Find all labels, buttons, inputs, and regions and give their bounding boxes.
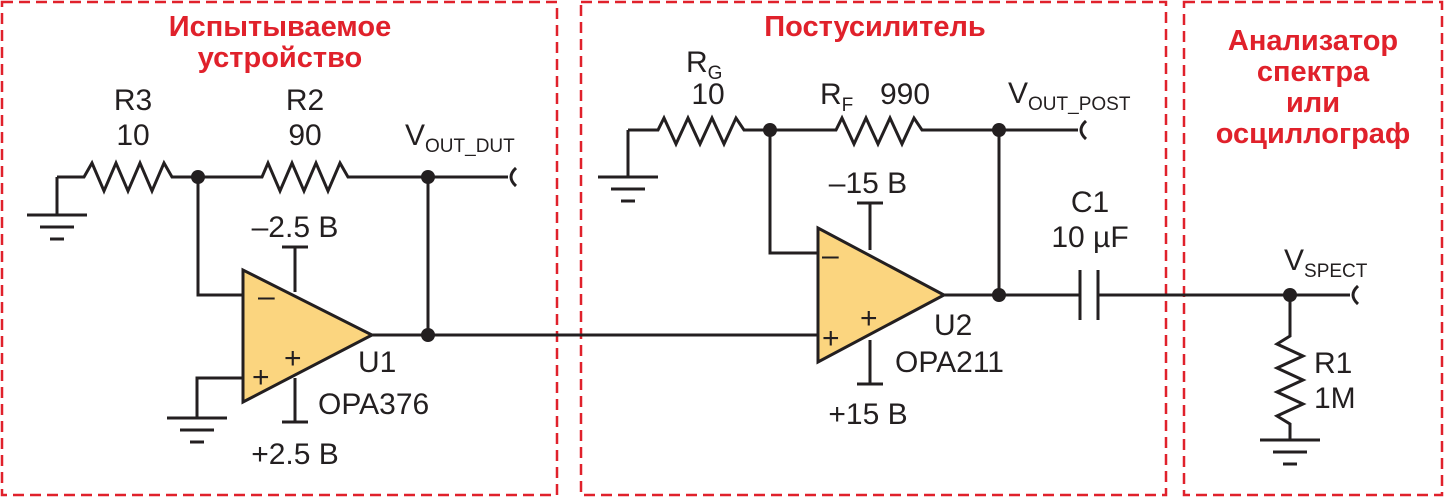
rf-value: 990: [880, 78, 930, 111]
ground-icon: [27, 177, 87, 241]
r3-name: R3: [114, 84, 152, 117]
u2-plus-input-sign: +: [822, 322, 840, 355]
junction-dot: [191, 170, 205, 184]
c1-name: C1: [1071, 186, 1109, 219]
u1-neg-supply: –2.5 В: [252, 211, 339, 244]
r1-value: 1M: [1314, 382, 1356, 415]
u2-minus-sign: –: [822, 239, 839, 272]
u1-pos-supply-pin: [282, 378, 308, 424]
rf-label: RF: [820, 78, 853, 116]
r3-value: 10: [116, 119, 149, 152]
u1-feedback-wire: [196, 177, 243, 297]
u1-plus-supply-sign: +: [284, 342, 302, 375]
analyzer-title-line3: или: [1286, 87, 1340, 119]
rg-label: RG: [686, 46, 722, 84]
analyzer-title-line1: Анализатор: [1228, 25, 1398, 57]
analyzer-title-line2: спектра: [1257, 56, 1370, 88]
resistor-r2: [198, 159, 428, 195]
junction-dot: [1283, 288, 1297, 302]
ground-icon: [598, 130, 658, 203]
u1-name: U1: [358, 346, 396, 379]
junction-dot: [992, 288, 1006, 302]
opamp-u2: [816, 225, 948, 365]
u1-noninv-ground: [167, 376, 243, 444]
u1-neg-supply-pin: [282, 245, 308, 292]
u2-plus-supply-sign: +: [860, 302, 878, 335]
junction-dot: [763, 123, 777, 137]
rg-value: 10: [691, 78, 724, 111]
vout-post-terminal: [999, 119, 1088, 141]
ground-icon: [1260, 438, 1320, 466]
capacitor-c1: [944, 270, 1290, 320]
vspect-label: VSPECT: [1284, 244, 1368, 282]
vout-post-label: VOUT_POST: [1008, 77, 1131, 115]
analyzer-section-box: [1182, 0, 1444, 497]
r1-name: R1: [1314, 347, 1352, 380]
u2-pos-supply-pin: [857, 340, 883, 386]
u2-pos-supply: +15 В: [828, 398, 907, 431]
r2-name: R2: [286, 84, 324, 117]
dut-section-box: [0, 0, 559, 497]
vout-dut-terminal: [428, 166, 518, 188]
post-amp-section-box: [579, 0, 1168, 497]
dut-title-line2: устройство: [198, 42, 362, 74]
dut-title-line1: Испытываемое: [169, 11, 391, 43]
u1-plus-input-sign: +: [252, 361, 270, 394]
post-amp-title: Постусилитель: [764, 11, 985, 43]
analyzer-title-line4: осциллограф: [1216, 118, 1411, 150]
vout-dut-label: VOUT_DUT: [405, 119, 515, 157]
vspect-terminal: [1290, 284, 1360, 306]
u2-feedback-wire: [768, 130, 818, 255]
u1-pos-supply: +2.5 В: [251, 438, 339, 471]
resistor-r3: [57, 159, 198, 195]
r2-value: 90: [288, 119, 321, 152]
u1-part: OPA376: [318, 388, 429, 421]
resistor-rf: [770, 114, 999, 148]
u2-part: OPA211: [895, 346, 1004, 379]
junction-dot: [421, 328, 435, 342]
c1-value: 10 µF: [1051, 221, 1128, 254]
junction-dot: [421, 170, 435, 184]
u2-neg-supply: –15 В: [829, 167, 907, 200]
resistor-r1: [1273, 295, 1307, 440]
opamp-u1: [241, 267, 376, 405]
u2-name: U2: [934, 309, 972, 342]
junction-dot: [992, 123, 1006, 137]
resistor-rg: [628, 114, 770, 148]
u2-neg-supply-pin: [857, 201, 883, 250]
u1-minus-sign: –: [258, 280, 275, 313]
